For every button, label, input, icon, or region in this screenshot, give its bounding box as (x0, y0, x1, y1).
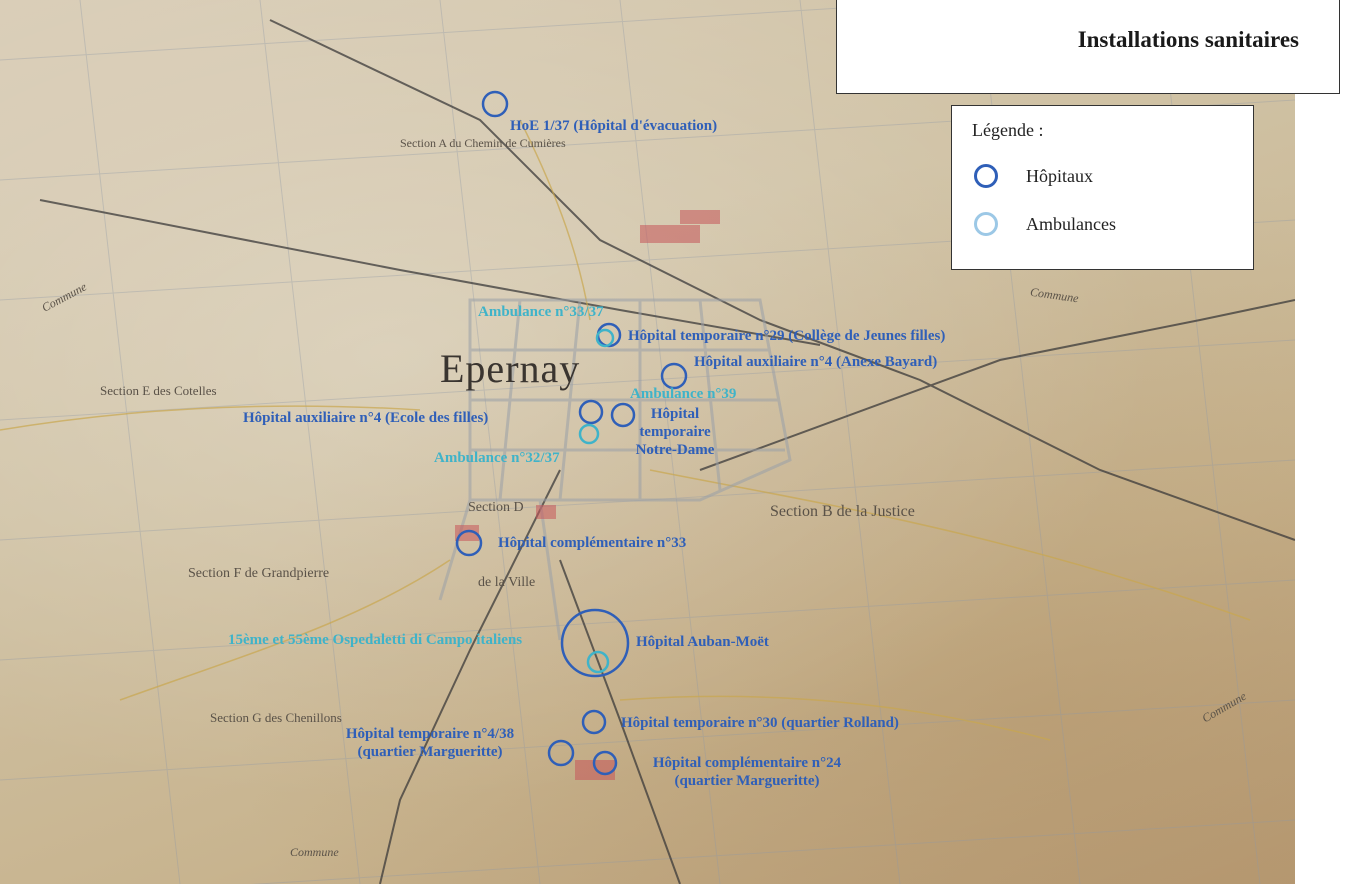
buildings (455, 210, 720, 780)
legend-box: Légende : Hôpitaux Ambulances (951, 105, 1254, 270)
section-g-label: Section G des Chenillons (210, 710, 342, 725)
hospital-markers (455, 90, 688, 776)
label-notre-dame-line2: temporaire (639, 424, 711, 440)
label-amb-32: Ambulance n°32/37 (434, 450, 560, 466)
de-la-ville-label: de la Ville (478, 575, 536, 590)
marker-h33[interactable] (455, 529, 483, 557)
commune-label-south: Commune (290, 845, 339, 859)
label-h4-38-line2: (quartier Margueritte) (357, 744, 503, 760)
section-d-label: Section D (468, 500, 524, 515)
marker-h24[interactable] (592, 750, 618, 776)
town-streets (438, 298, 792, 641)
marker-hoe[interactable] (481, 90, 509, 118)
label-h4-ecole: Hôpital auxiliaire n°4 (Ecole des filles… (243, 410, 489, 426)
marker-h4-bayard[interactable] (660, 362, 688, 390)
label-h30: Hôpital temporaire n°30 (quartier Rollan… (621, 715, 899, 731)
label-h33: Hôpital complémentaire n°33 (498, 535, 687, 551)
ambulance-markers (578, 328, 615, 674)
town-name: Epernay (440, 346, 581, 391)
marker-amb-32[interactable] (578, 423, 600, 445)
label-auban-moet: Hôpital Auban-Moët (636, 634, 769, 650)
section-a-label: Section A du Chemin de Cumières (400, 136, 566, 150)
label-notre-dame-line1: Hôpital (650, 406, 700, 422)
marker-notre-dame[interactable] (610, 402, 636, 428)
label-notre-dame: Hôpital temporaire Notre-Dame (620, 405, 730, 459)
label-hoe: HoE 1/37 (Hôpital d'évacuation) (510, 118, 718, 134)
marker-h29[interactable] (596, 322, 622, 348)
label-notre-dame-line3: Notre-Dame (635, 442, 715, 458)
legend-title: Légende : (972, 120, 1044, 140)
map-title: Installations sanitaires (1077, 27, 1299, 52)
label-h29: Hôpital temporaire n°29 (Collège de Jeun… (628, 328, 946, 344)
roads (0, 119, 1251, 741)
label-ospedaletti: 15ème et 55ème Ospedaletti di Campo ital… (228, 632, 523, 648)
legend-row-ambulances: Ambulances (974, 212, 1116, 236)
label-h24-line2: (quartier Margueritte) (674, 773, 820, 789)
section-e-label: Section E des Cotelles (100, 383, 217, 398)
label-h24-line1: Hôpital complémentaire n°24 (652, 755, 842, 771)
marker-amb-33[interactable] (595, 328, 615, 348)
marker-h4-ecole[interactable] (578, 399, 604, 425)
marker-ospedaletti[interactable] (586, 650, 610, 674)
marker-auban-moet[interactable] (560, 608, 630, 678)
label-h4-38: Hôpital temporaire n°4/38 (quartier Marg… (316, 725, 544, 761)
label-h4-bayard: Hôpital auxiliaire n°4 (Anexe Bayard) (694, 354, 938, 370)
section-b-label: Section B de la Justice (770, 503, 915, 520)
section-f-label: Section F de Grandpierre (188, 566, 330, 581)
hospital-circle-icon (974, 164, 998, 188)
legend-hospitals-label: Hôpitaux (1026, 165, 1093, 186)
marker-h30[interactable] (581, 709, 607, 735)
ambulance-circle-icon (974, 212, 998, 236)
label-h4-38-line1: Hôpital temporaire n°4/38 (345, 726, 515, 742)
label-h24: Hôpital complémentaire n°24 (quartier Ma… (622, 754, 872, 790)
legend-row-hospitals: Hôpitaux (974, 164, 1093, 188)
label-amb-33: Ambulance n°33/37 (478, 304, 604, 320)
label-amb-39: Ambulance n°39 (630, 386, 737, 402)
legend-ambulances-label: Ambulances (1026, 213, 1116, 234)
map-lines (0, 0, 1295, 884)
marker-h4-38[interactable] (547, 739, 575, 767)
title-box: Installations sanitaires (836, 0, 1340, 94)
